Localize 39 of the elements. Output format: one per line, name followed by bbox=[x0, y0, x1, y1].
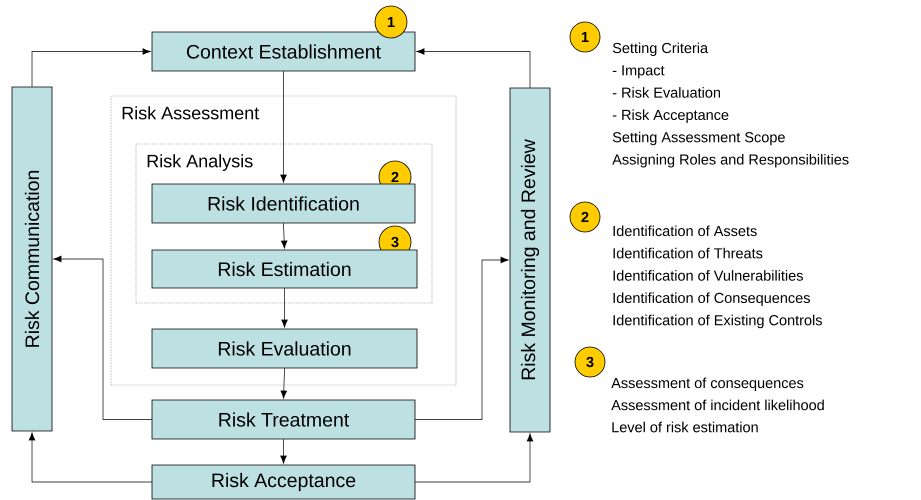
arrow bbox=[415, 256, 509, 420]
arrow bbox=[32, 48, 151, 87]
callout-number: 1 bbox=[570, 22, 600, 52]
process-box: Risk Estimation bbox=[152, 250, 418, 288]
callout-text: Identification of Threats bbox=[614, 248, 762, 258]
process-box: Risk Evaluation bbox=[152, 328, 418, 368]
process-box: Context Establishment bbox=[152, 32, 416, 72]
arrow bbox=[280, 368, 288, 399]
arrow bbox=[281, 288, 288, 328]
process-box: Risk Acceptance bbox=[152, 464, 416, 500]
callout-text: Assigning Roles and Responsibilities bbox=[612, 154, 849, 168]
callout-text: Level of risk estimation bbox=[612, 422, 758, 432]
arrow bbox=[280, 439, 287, 464]
callout-text: Assessment of incident likelihood bbox=[611, 400, 824, 410]
process-box: Risk Identification bbox=[152, 184, 416, 224]
callout-text: Identification of Vulnerabilities bbox=[614, 270, 803, 281]
callout-text: Identification of Assets bbox=[614, 225, 757, 236]
callout-number: 1 bbox=[374, 6, 408, 38]
arrow bbox=[280, 71, 287, 183]
arrow bbox=[28, 432, 152, 482]
group-label: Risk Analysis bbox=[148, 154, 253, 171]
callout-text: Assessment of consequences bbox=[611, 378, 804, 391]
process-box: Risk Treatment bbox=[152, 400, 416, 440]
process-box: Risk Monitoring and Review bbox=[510, 88, 550, 432]
callout-text: - Impact bbox=[612, 65, 664, 78]
arrow bbox=[53, 256, 152, 420]
callout-text: - Risk Evaluation bbox=[612, 87, 720, 98]
callout-text: - Risk Acceptance bbox=[612, 109, 728, 123]
callout-number: 3 bbox=[574, 346, 606, 378]
callout-text: Identification of Existing Controls bbox=[614, 314, 822, 328]
group-label: Risk Assessment bbox=[122, 106, 260, 120]
callout-number: 2 bbox=[570, 202, 600, 232]
arrow bbox=[416, 48, 530, 88]
arrow bbox=[280, 223, 288, 249]
process-box: Risk Communication bbox=[12, 86, 52, 432]
callout-text: Setting Assessment Scope bbox=[612, 132, 785, 146]
arrow bbox=[415, 433, 534, 482]
callout-text: Setting Criteria bbox=[612, 42, 708, 56]
callout-text: Identification of Consequences bbox=[614, 292, 810, 306]
